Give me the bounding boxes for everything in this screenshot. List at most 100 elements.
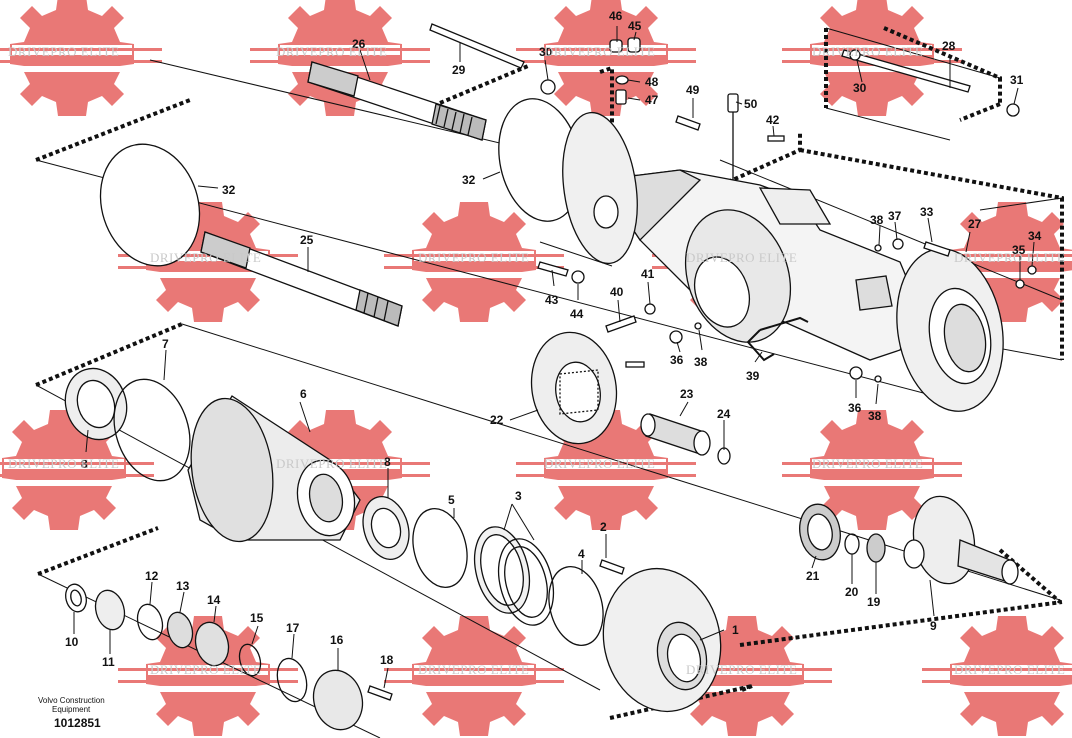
seal-3b <box>497 538 555 626</box>
cover-16 <box>312 669 364 731</box>
callout-14: 14 <box>207 593 221 607</box>
watermark-text: DRIVEPRO ELITE <box>150 250 261 265</box>
o-ring-17 <box>276 657 308 703</box>
callout-32-left: 32 <box>222 183 236 197</box>
hose-39 <box>746 316 809 362</box>
shaft-25 <box>200 231 403 327</box>
watermark-text: DRIVEPRO ELITE <box>954 250 1065 265</box>
watermark-text: DRIVEPRO ELITE <box>8 44 119 59</box>
o-ring-4 <box>548 566 604 646</box>
callout-3: 3 <box>515 489 522 503</box>
callout-25: 25 <box>300 233 314 247</box>
callout-24: 24 <box>717 407 731 421</box>
watermark-text: DRIVEPRO ELITE <box>276 44 387 59</box>
washer-41 <box>644 303 656 315</box>
pin-42 <box>767 135 785 142</box>
callout-39: 39 <box>746 369 760 383</box>
callout-15: 15 <box>250 611 264 625</box>
wheel-flange-right <box>896 248 1004 412</box>
washer-24 <box>717 447 731 465</box>
callout-30: 30 <box>539 45 553 59</box>
sleeve-23 <box>640 413 711 456</box>
washer-30 <box>540 79 556 95</box>
watermark-text-layer: DRIVEPRO ELITE DRIVEPRO ELITE DRIVEPRO E… <box>8 44 1065 677</box>
pin-22 <box>625 361 645 368</box>
callout-32-top: 32 <box>462 173 476 187</box>
washer-48 <box>615 75 629 85</box>
callout-10: 10 <box>65 635 79 649</box>
gear-19 <box>866 533 886 563</box>
callout-19: 19 <box>867 595 881 609</box>
callout-47: 47 <box>645 93 659 107</box>
carrier-housing-6 <box>187 395 361 543</box>
item-34 <box>1027 265 1037 275</box>
callout-34: 34 <box>1028 229 1042 243</box>
callout-16: 16 <box>330 633 344 647</box>
callout-40: 40 <box>610 285 624 299</box>
callout-49: 49 <box>686 83 700 97</box>
watermark-text: DRIVEPRO ELITE <box>544 456 655 471</box>
callout-43: 43 <box>545 293 559 307</box>
ring-15 <box>238 643 262 677</box>
nut-30b <box>849 49 861 61</box>
callout-27: 27 <box>968 217 982 231</box>
callout-28: 28 <box>942 39 956 53</box>
item-35 <box>1015 279 1025 289</box>
ring-12 <box>136 603 164 641</box>
callout-41: 41 <box>641 267 655 281</box>
callout-13: 13 <box>176 579 190 593</box>
watermark-text: DRIVEPRO ELITE <box>686 250 797 265</box>
rod-29 <box>429 23 525 69</box>
callout-50: 50 <box>744 97 758 111</box>
footer-drawing-number: 1012851 <box>54 716 101 730</box>
callout-6: 6 <box>300 387 307 401</box>
bolt-40 <box>605 315 637 333</box>
washer-38 <box>694 322 702 330</box>
bolt-33 <box>923 241 951 257</box>
nut-44 <box>571 270 585 284</box>
footer-company-sub: Equipment <box>52 705 91 714</box>
bolt-46 <box>609 39 623 53</box>
axle-housing-27 <box>598 169 921 361</box>
callout-labels: 1 2 3 4 5 6 7 8 8 9 10 11 12 13 14 15 16… <box>65 9 1042 669</box>
callout-46: 46 <box>609 9 623 23</box>
watermark-text: DRIVEPRO ELITE <box>544 44 655 59</box>
shaft-26 <box>307 61 487 141</box>
spindle-9 <box>903 495 1019 585</box>
washer-38b <box>874 375 882 383</box>
callout-20: 20 <box>845 585 859 599</box>
callout-11: 11 <box>102 655 115 669</box>
watermark-text: DRIVEPRO ELITE <box>150 662 261 677</box>
callout-21: 21 <box>806 569 820 583</box>
flange-plate <box>562 111 638 265</box>
callout-30-right: 30 <box>853 81 867 95</box>
callout-1: 1 <box>732 623 739 637</box>
valve-47 <box>615 89 627 105</box>
nut-14 <box>194 621 230 667</box>
callout-38-right: 38 <box>868 409 882 423</box>
callout-36: 36 <box>670 353 684 367</box>
callout-17: 17 <box>286 621 300 635</box>
watermark-text: DRIVEPRO ELITE <box>418 662 529 677</box>
snap-ring-7 <box>113 378 191 482</box>
callout-33: 33 <box>920 205 934 219</box>
bolt-18 <box>367 685 393 701</box>
watermark-text: DRIVEPRO ELITE <box>8 456 119 471</box>
bolt-49 <box>675 115 701 131</box>
ring-20 <box>844 533 860 555</box>
callout-23: 23 <box>680 387 694 401</box>
watermark-text: DRIVEPRO ELITE <box>812 456 923 471</box>
washer-38c <box>874 244 882 252</box>
o-ring-5 <box>412 508 468 588</box>
callout-48: 48 <box>645 75 659 89</box>
plug-37 <box>892 238 904 250</box>
bolt-43 <box>537 261 569 277</box>
watermark-text: DRIVEPRO ELITE <box>276 456 387 471</box>
wheel-hub-1 <box>602 567 722 713</box>
callout-42: 42 <box>766 113 780 127</box>
callout-8-left: 8 <box>81 457 88 471</box>
callout-37: 37 <box>888 209 902 223</box>
bearing-11 <box>94 589 126 631</box>
callout-38-top: 38 <box>870 213 884 227</box>
callout-38: 38 <box>694 355 708 369</box>
